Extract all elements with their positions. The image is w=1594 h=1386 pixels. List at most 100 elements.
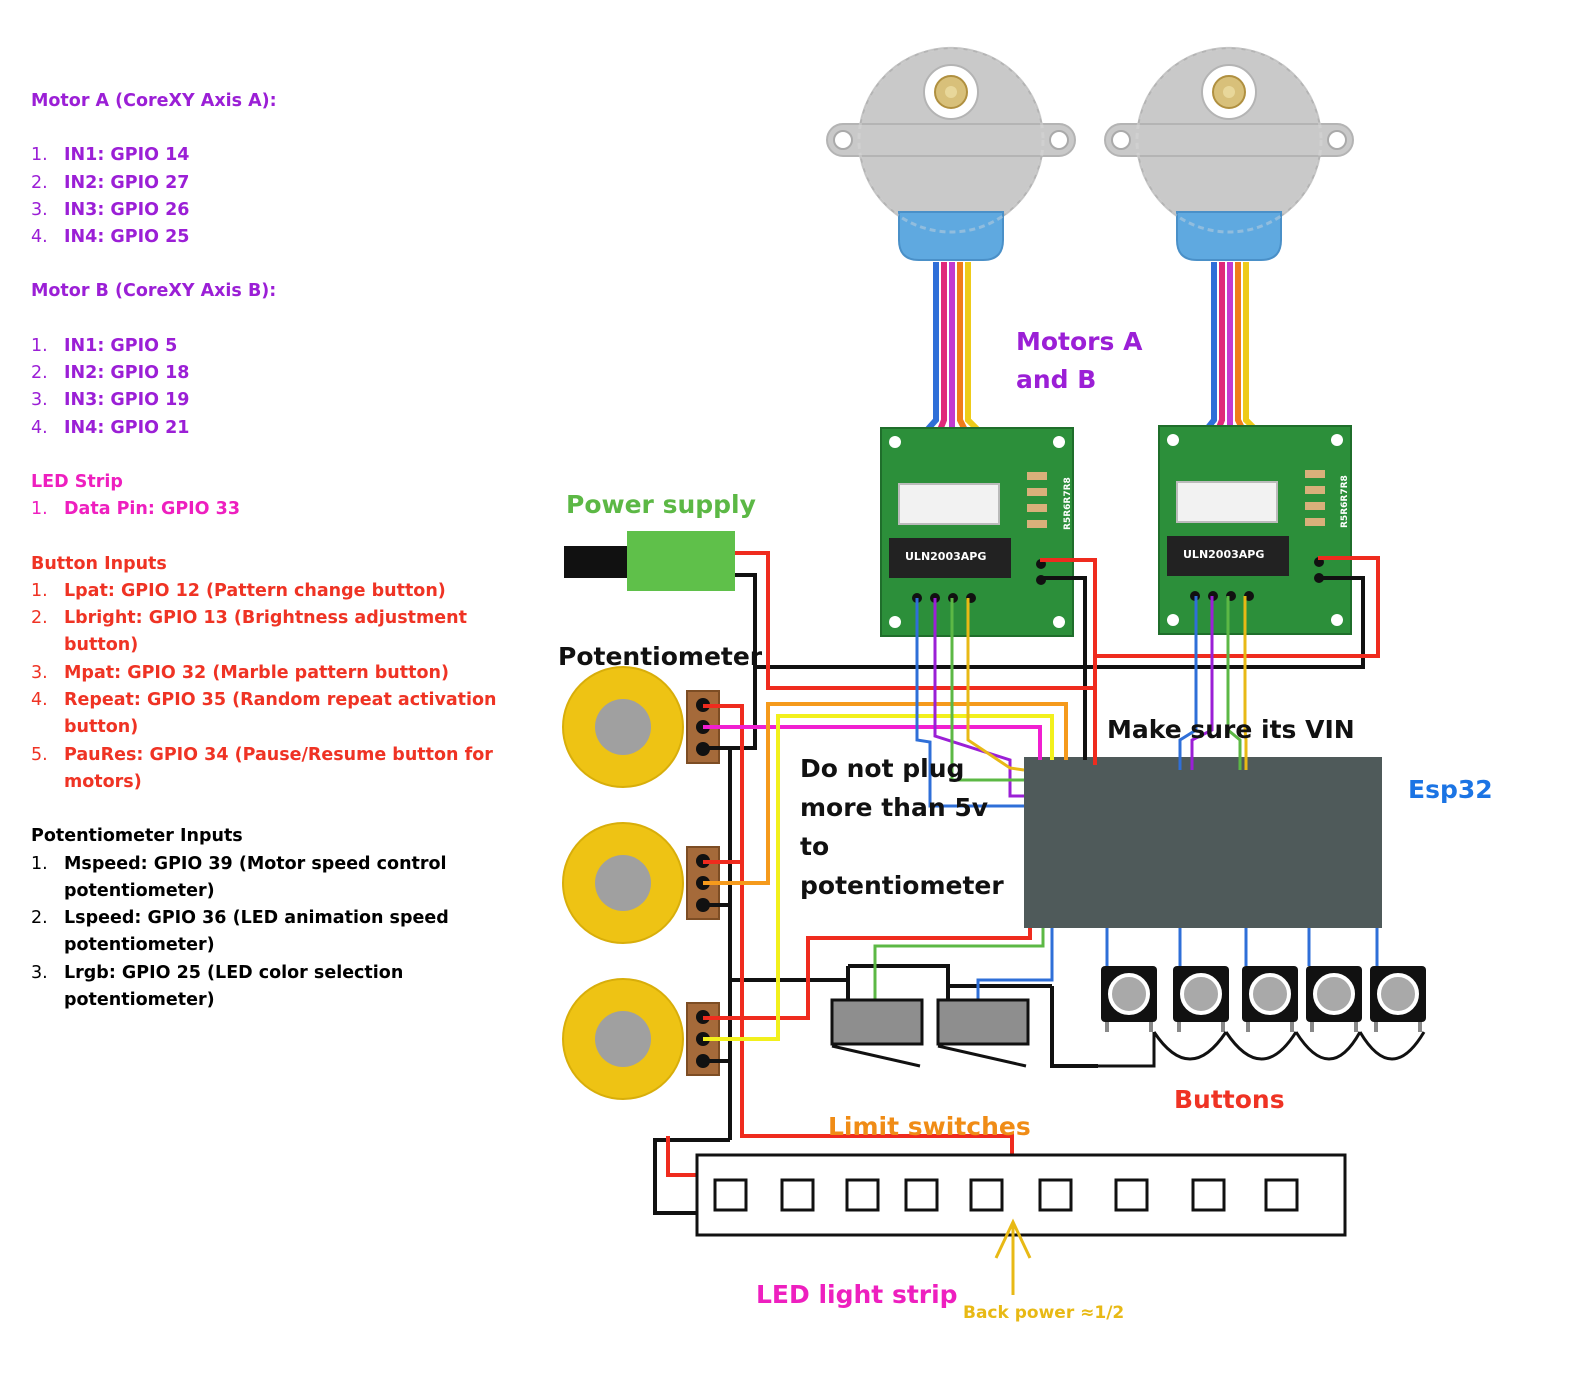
pots-section: Potentiometer Inputs 1. Mspeed: GPIO 39 (… bbox=[31, 823, 501, 1014]
pot1-signal-wire bbox=[703, 725, 1042, 760]
warning-line1: Do not plug bbox=[800, 754, 964, 783]
stepper-motor-a bbox=[825, 46, 1077, 262]
list-number: 4. bbox=[31, 690, 48, 711]
list-item: 4. IN4: GPIO 21 bbox=[31, 415, 501, 442]
list-item: 4. IN4: GPIO 25 bbox=[31, 224, 501, 251]
potentiometer-label: Potentiometer bbox=[558, 642, 763, 671]
back-power-label: Back power ≈1/2 bbox=[963, 1303, 1124, 1323]
warning-line3: to bbox=[800, 832, 829, 861]
list-item: 3. IN3: GPIO 19 bbox=[31, 387, 501, 414]
vin-note-label: Make sure its VIN bbox=[1107, 715, 1355, 744]
pot3-signal-wire bbox=[703, 714, 1054, 1041]
pots-list: 1. Mspeed: GPIO 39 (Motor speed control p… bbox=[31, 851, 501, 1015]
stepper-motor-b bbox=[1103, 46, 1355, 262]
list-item: 1. IN1: GPIO 5 bbox=[31, 333, 501, 360]
list-text: IN2: GPIO 27 bbox=[64, 172, 190, 193]
push-button-2 bbox=[1171, 964, 1231, 1034]
list-text: IN2: GPIO 18 bbox=[64, 363, 190, 384]
led-strip-list: 1. Data Pin: GPIO 33 bbox=[31, 496, 501, 523]
button-ground-loops bbox=[1098, 1031, 1426, 1068]
power-supply-label: Power supply bbox=[566, 490, 756, 519]
limit-switch-2-wire bbox=[976, 928, 1054, 1000]
list-number: 2. bbox=[31, 172, 48, 193]
list-item: 3. Lrgb: GPIO 25 (LED color selection pot… bbox=[31, 960, 501, 1015]
list-number: 1. bbox=[31, 580, 48, 601]
esp32-board bbox=[1024, 757, 1382, 928]
list-number: 1. bbox=[31, 499, 48, 520]
potentiometer-2 bbox=[562, 822, 720, 944]
list-text: IN4: GPIO 21 bbox=[64, 417, 190, 438]
power-supply-module bbox=[627, 531, 735, 591]
list-text: Data Pin: GPIO 33 bbox=[64, 499, 240, 520]
list-text: IN1: GPIO 5 bbox=[64, 335, 178, 356]
motors-label-line1: Motors A bbox=[1016, 327, 1143, 356]
list-item: 1. Mspeed: GPIO 39 (Motor speed control p… bbox=[31, 851, 501, 906]
list-number: 3. bbox=[31, 662, 48, 683]
limit-switches-label: Limit switches bbox=[828, 1112, 1031, 1141]
list-text: PauRes: GPIO 34 (Pause/Resume button for… bbox=[64, 744, 493, 792]
list-text: IN3: GPIO 19 bbox=[64, 390, 190, 411]
pots-title: Potentiometer Inputs bbox=[31, 826, 243, 847]
list-text: IN1: GPIO 14 bbox=[64, 145, 190, 166]
list-text: Mpat: GPIO 32 (Marble pattern button) bbox=[64, 662, 449, 683]
ground-wires bbox=[653, 573, 1365, 1215]
buttons-label: Buttons bbox=[1174, 1085, 1285, 1114]
list-item: 3. Mpat: GPIO 32 (Marble pattern button) bbox=[31, 660, 501, 687]
push-button-5 bbox=[1368, 964, 1428, 1034]
list-number: 3. bbox=[31, 962, 48, 983]
list-text: Lbright: GPIO 13 (Brightness adjustment … bbox=[64, 608, 467, 656]
list-number: 1. bbox=[31, 853, 48, 874]
list-item: 2. Lbright: GPIO 13 (Brightness adjustmen… bbox=[31, 605, 501, 660]
led-strip-section: LED Strip 1. Data Pin: GPIO 33 bbox=[31, 469, 501, 524]
list-item: 5. PauRes: GPIO 34 (Pause/Resume button f… bbox=[31, 742, 501, 797]
motor-a-section: Motor A (CoreXY Axis A): 1.IN1: GPIO 14 … bbox=[31, 88, 501, 251]
potentiometer-3 bbox=[562, 978, 720, 1100]
driver-a-signal-wires bbox=[915, 598, 1025, 808]
limit-switch-2 bbox=[936, 998, 1030, 1068]
driver-b-signal-wires bbox=[1178, 596, 1248, 770]
driver-b-chip-label: ULN2003APG bbox=[1183, 548, 1264, 561]
push-button-1 bbox=[1099, 964, 1159, 1034]
motor-b-title: Motor B (CoreXY Axis B): bbox=[31, 281, 277, 302]
motors-label-line2: and B bbox=[1016, 365, 1096, 394]
list-number: 4. bbox=[31, 417, 48, 438]
list-item: 2. IN2: GPIO 18 bbox=[31, 360, 501, 387]
list-item: 2. Lspeed: GPIO 36 (LED animation speed p… bbox=[31, 905, 501, 960]
list-number: 5. bbox=[31, 744, 48, 765]
driver-board-a bbox=[880, 427, 1074, 637]
power-jack bbox=[564, 546, 632, 578]
button-wires bbox=[1105, 928, 1379, 966]
motor-b-section: Motor B (CoreXY Axis B): 1. IN1: GPIO 5 2… bbox=[31, 278, 501, 441]
list-item: 2. IN2: GPIO 27 bbox=[31, 170, 501, 197]
list-text: Lpat: GPIO 12 (Pattern change button) bbox=[64, 580, 446, 601]
list-number: 2. bbox=[31, 608, 48, 629]
pin-notes: Motor A (CoreXY Axis A): 1.IN1: GPIO 14 … bbox=[31, 88, 501, 1041]
warning-line2: more than 5v bbox=[800, 793, 988, 822]
list-text: IN4: GPIO 25 bbox=[64, 227, 190, 248]
list-text: Lrgb: GPIO 25 (LED color selection poten… bbox=[64, 962, 404, 1011]
list-number: 1. bbox=[31, 145, 48, 166]
push-button-4 bbox=[1304, 964, 1364, 1034]
potentiometer-1 bbox=[562, 666, 720, 788]
list-number: 2. bbox=[31, 908, 48, 929]
list-number: 3. bbox=[31, 390, 48, 411]
buttons-section: Button Inputs 1.Lpat: GPIO 12 (Pattern c… bbox=[31, 551, 501, 797]
led-strip-label: LED light strip bbox=[756, 1280, 958, 1309]
list-number: 4. bbox=[31, 227, 48, 248]
list-text: Lspeed: GPIO 36 (LED animation speed pot… bbox=[64, 908, 449, 956]
led-strip-title: LED Strip bbox=[31, 471, 123, 492]
power-wires bbox=[666, 551, 1380, 1177]
motor-a-list: 1. IN1: GPIO 14 2. IN2: GPIO 27 3.IN3: GPI… bbox=[31, 142, 501, 251]
list-item: 1. Data Pin: GPIO 33 bbox=[31, 496, 501, 523]
limit-switch-1-wire bbox=[873, 928, 1045, 1000]
driver-board-b bbox=[1158, 425, 1352, 635]
list-item: 4.Repeat: GPIO 35 (Random repeat activat… bbox=[31, 687, 501, 742]
driver-a-resistor-label: R5R6R7R8 bbox=[1063, 477, 1073, 530]
list-text: Mspeed: GPIO 39 (Motor speed control pot… bbox=[64, 853, 447, 901]
list-number: 1. bbox=[31, 335, 48, 356]
list-item: 3.IN3: GPIO 26 bbox=[31, 197, 501, 224]
warning-line4: potentiometer bbox=[800, 871, 1004, 900]
list-number: 2. bbox=[31, 363, 48, 384]
esp32-label: Esp32 bbox=[1408, 775, 1493, 804]
list-number: 3. bbox=[31, 199, 48, 220]
